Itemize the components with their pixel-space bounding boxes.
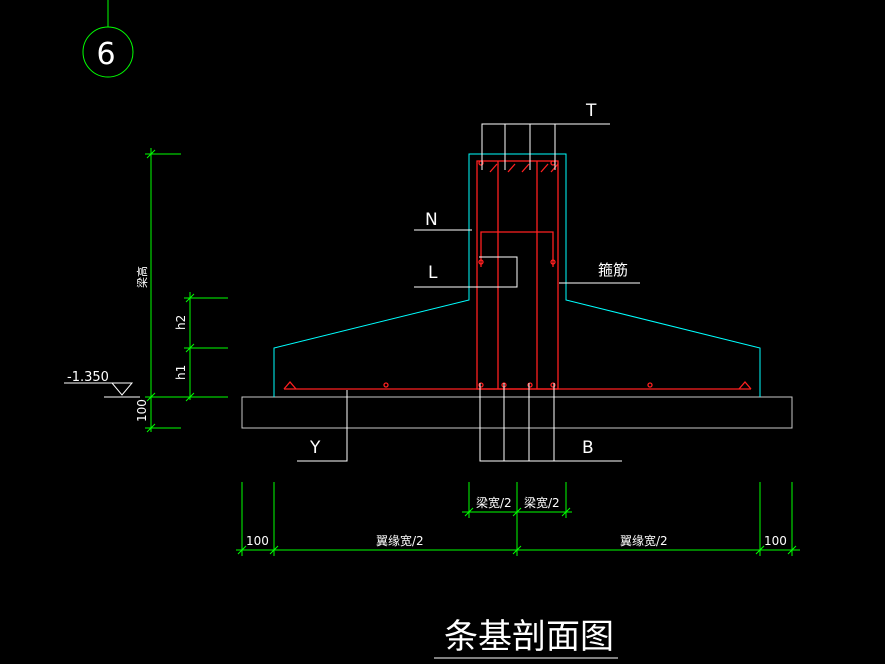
elevation-marker: [64, 382, 140, 398]
foundation-outline: [273, 153, 761, 397]
dim-left-100: 100: [246, 534, 269, 548]
detail-bubble: 6: [82, 0, 134, 78]
label-L: L: [428, 263, 438, 283]
leaders: [297, 123, 640, 462]
label-stirrup: 箍筋: [598, 261, 628, 279]
dim-right-100: 100: [764, 534, 787, 548]
label-N: N: [425, 210, 438, 230]
dim-beam-half-right: 梁宽/2: [524, 495, 560, 510]
base-slab: [241, 396, 793, 429]
dim-h2: h2: [174, 315, 188, 330]
vertical-dimensions: [145, 148, 228, 433]
detail-number: 6: [96, 37, 115, 72]
label-T: T: [585, 101, 597, 121]
horizontal-dimensions: [236, 482, 800, 556]
dim-right-flange: 翼缘宽/2: [620, 533, 668, 548]
rebar-cage: [283, 160, 752, 390]
dim-h1: h1: [174, 365, 188, 380]
label-Y: Y: [309, 438, 321, 458]
dim-base-100: 100: [135, 399, 149, 422]
elevation-value: -1.350: [67, 370, 109, 385]
drawing-title: 条基剖面图: [444, 617, 614, 657]
dim-beam-height: 梁高: [135, 266, 149, 288]
label-B: B: [582, 438, 594, 458]
dim-beam-half-left: 梁宽/2: [476, 495, 512, 510]
dim-left-flange: 翼缘宽/2: [376, 533, 424, 548]
